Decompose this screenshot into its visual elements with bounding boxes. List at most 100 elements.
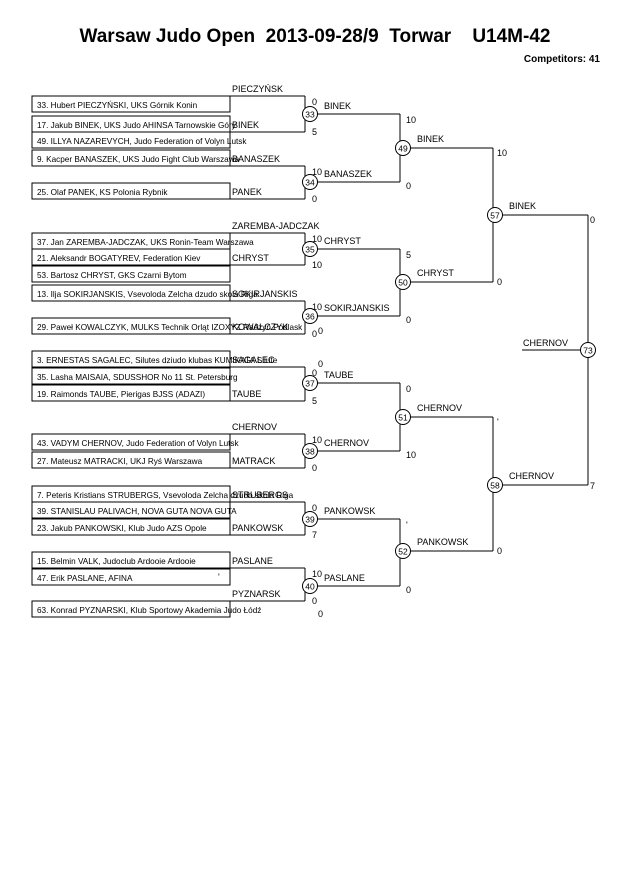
competitor-name: 19. Raimonds TAUBE, Pierigas BJSS (ADAZI… [37, 390, 205, 399]
round3-winner: PANKOWSK [417, 537, 468, 547]
competitor-box [31, 284, 231, 302]
competitor-name: 15. Belmin VALK, Judoclub Ardooie Ardooi… [37, 557, 196, 566]
score: 10 [312, 302, 322, 312]
score: 10 [497, 148, 507, 158]
competitor-name: 21. Aleksandr BOGATYREV, Federation Kiev [37, 254, 201, 263]
match-number-circle [395, 409, 411, 425]
competitor-box [31, 317, 231, 335]
match-number-circle [302, 174, 318, 190]
score: 10 [406, 450, 416, 460]
match-number: 35 [305, 244, 315, 254]
competitor-box [31, 131, 231, 149]
match-number: 36 [305, 311, 315, 321]
round1-winner: PANKOWSK [232, 523, 283, 533]
round1-winner: PANEK [232, 187, 262, 197]
score: 10 [312, 435, 322, 445]
round1-winner: SAGALEC [232, 355, 275, 365]
score: 0 [497, 546, 502, 556]
competitor-name: 37. Jan ZAREMBA-JADCZAK, UKS Ronin-Team … [37, 238, 254, 247]
competitor-box [31, 568, 231, 586]
competitor-box [31, 384, 231, 402]
competitor-box [31, 149, 231, 167]
round1-winner: PYZNARSK [232, 589, 281, 599]
round2-winner: PANKOWSK [324, 506, 375, 516]
match-number-circle [302, 511, 318, 527]
score: 0 [406, 384, 411, 394]
score: 0 [312, 97, 317, 107]
score: ' [497, 417, 499, 427]
score: 0 [318, 359, 323, 369]
match-number: 33 [305, 109, 315, 119]
score: 10 [406, 115, 416, 125]
match-number: 37 [305, 378, 315, 388]
competitor-box [31, 551, 231, 569]
score: 0 [497, 277, 502, 287]
round3-winner: CHERNOV [417, 403, 462, 413]
round3-winner: BINEK [417, 134, 444, 144]
score: 7 [312, 530, 317, 540]
score: 0 [406, 181, 411, 191]
competitor-name: 7. Peteris Kristians STRUBERGS, Vsevolod… [37, 491, 294, 500]
round1-winner: ZAREMBA-JADCZAK [232, 221, 320, 231]
round1-winner: MATRACK [232, 456, 275, 466]
round1-winner: TAUBE [232, 389, 261, 399]
competitor-box [31, 95, 231, 113]
round1-winner: BINEK [232, 120, 259, 130]
competitor-box [31, 350, 231, 368]
round4-winner: BINEK [509, 201, 536, 211]
match-number: 38 [305, 446, 315, 456]
match-number-circle [395, 274, 411, 290]
match-number: 40 [305, 581, 315, 591]
final-winner: CHERNOV [523, 338, 568, 348]
round1-winner: KOWALCZYK [232, 322, 288, 332]
round2-winner: CHRYST [324, 236, 361, 246]
competitor-box [31, 367, 231, 385]
round1-winner: STRUBERGS [232, 490, 288, 500]
match-number: 57 [490, 210, 500, 220]
match-number: 51 [398, 412, 408, 422]
round1-winner: CHRYST [232, 253, 269, 263]
score: 0 [312, 463, 317, 473]
round2-winner: BANASZEK [324, 169, 372, 179]
competitor-name: 33. Hubert PIECZYŃSKI, UKS Górnik Konin [37, 100, 198, 110]
match-number-circle [302, 443, 318, 459]
competitor-box [31, 451, 231, 469]
competitor-box [31, 600, 231, 618]
score: 5 [312, 127, 317, 137]
score: 0 [318, 326, 323, 336]
score: ' [218, 572, 220, 582]
match-number-circle [487, 207, 503, 223]
score: 10 [312, 260, 322, 270]
round1-winner: PIECZYŃSK [232, 84, 283, 94]
competitor-name: 35. Lasha MAISAIA, SDUSSHOR No 11 St. Pe… [37, 373, 238, 382]
competitor-name: 23. Jakub PANKOWSKI, Klub Judo AZS Opole [37, 524, 207, 533]
score: 0 [312, 596, 317, 606]
score: 10 [312, 167, 322, 177]
competitor-name: 17. Jakub BINEK, UKS Judo AHINSA Tarnows… [37, 121, 237, 130]
competitor-name: 43. VADYM CHERNOV, Judo Federation of Vo… [37, 439, 240, 448]
score: 5 [312, 396, 317, 406]
round3-winner: CHRYST [417, 268, 454, 278]
competitor-name: 63. Konrad PYZNARSKI, Klub Sportowy Akad… [37, 606, 261, 615]
round2-winner: PASLANE [324, 573, 365, 583]
match-number: 39 [305, 514, 315, 524]
round1-winner: CHERNOV [232, 422, 277, 432]
competitor-name: 9. Kacper BANASZEK, UKS Judo Fight Club … [37, 155, 240, 164]
match-number-circle [395, 543, 411, 559]
match-number: 73 [583, 345, 593, 355]
match-number-circle [302, 241, 318, 257]
round1-winner: PASLANE [232, 556, 273, 566]
score: ' [406, 520, 408, 530]
match-number-circle [302, 578, 318, 594]
competitor-box [31, 265, 231, 283]
match-number: 58 [490, 480, 500, 490]
score: 0 [406, 315, 411, 325]
round4-winner: CHERNOV [509, 471, 554, 481]
round2-winner: CHERNOV [324, 438, 369, 448]
score: 0 [406, 585, 411, 595]
match-number-circle [302, 375, 318, 391]
round1-winner: BANASZEK [232, 154, 280, 164]
match-number-circle [302, 106, 318, 122]
match-number: 50 [398, 277, 408, 287]
